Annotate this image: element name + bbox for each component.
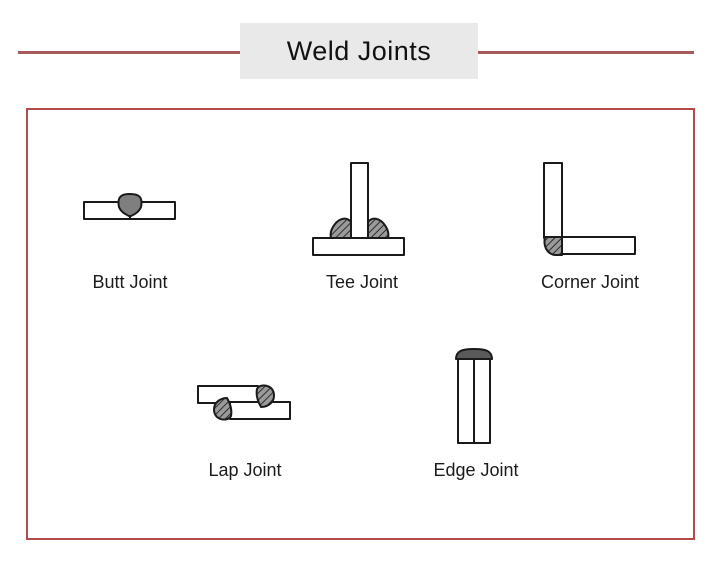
edge-joint-diagram xyxy=(455,348,493,444)
lap-joint-weld-bead-left xyxy=(213,397,233,421)
tee-joint-vertical-plate xyxy=(350,162,369,240)
edge-joint-label: Edge Joint xyxy=(433,460,519,480)
tee-joint-base-plate xyxy=(312,237,405,256)
tee-joint-weld-bead-left xyxy=(329,217,352,239)
butt-joint-label: Butt Joint xyxy=(92,272,168,292)
content-frame xyxy=(26,108,695,540)
lap-joint-weld-bead-right xyxy=(255,384,275,408)
corner-joint-label: Corner Joint xyxy=(540,272,640,292)
corner-joint-weld-bead xyxy=(543,236,563,256)
title-box: Weld Joints xyxy=(240,23,478,79)
tee-joint-label: Tee Joint xyxy=(325,272,399,292)
tee-joint-diagram xyxy=(312,162,405,256)
corner-joint-horizontal-plate xyxy=(561,236,636,255)
tee-joint-weld-bead-right xyxy=(367,217,390,239)
page-title: Weld Joints xyxy=(286,35,432,66)
corner-joint-vertical-plate xyxy=(543,162,563,239)
butt-joint-weld-bead xyxy=(117,193,143,217)
lap-joint-diagram xyxy=(197,384,291,421)
lap-joint-label: Lap Joint xyxy=(208,460,282,480)
butt-joint-diagram xyxy=(83,193,176,220)
edge-joint-weld-cap xyxy=(455,348,493,360)
corner-joint-diagram xyxy=(543,162,636,256)
